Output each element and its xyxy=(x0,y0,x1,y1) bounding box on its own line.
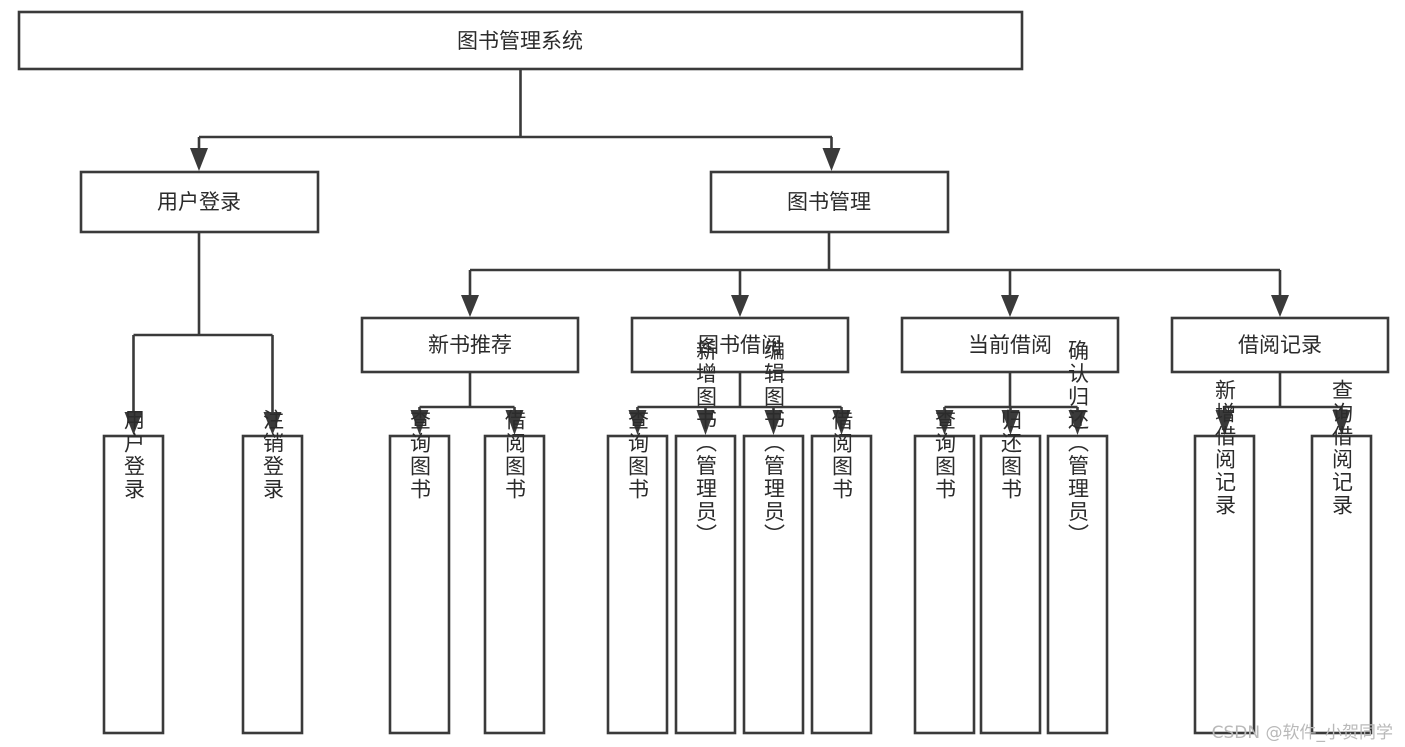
arrow-head-leaf-edit-book xyxy=(764,410,783,435)
node-borrow-record-label: 借阅记录 xyxy=(1238,333,1322,357)
node-leaf-user-logout[interactable]: 注销登录 xyxy=(241,409,304,735)
arrow-head-book-borrow xyxy=(731,295,749,317)
node-leaf-confirm-return[interactable]: 确认归还（管理员） xyxy=(1046,340,1109,735)
arrow-head-user-login xyxy=(190,148,208,171)
node-leaf-user-login-box[interactable] xyxy=(102,434,165,735)
node-leaf-borrow-book-1-box[interactable] xyxy=(483,434,546,735)
arrow-head-leaf-borrow-book-2 xyxy=(832,410,851,435)
node-leaf-confirm-return-box[interactable] xyxy=(1046,434,1109,735)
node-leaf-add-book[interactable]: 新增图书（管理员） xyxy=(674,340,737,735)
arrow-head-leaf-confirm-return xyxy=(1068,410,1087,435)
arrow-head-leaf-user-login xyxy=(124,412,143,435)
node-leaf-edit-book[interactable]: 编辑图书（管理员） xyxy=(742,340,805,735)
arrow-head-leaf-query-record xyxy=(1332,410,1351,435)
node-leaf-borrow-book-2[interactable]: 借阅图书 xyxy=(810,409,873,735)
node-leaf-user-login-label: 用户登录 xyxy=(122,409,146,501)
node-leaf-borrow-book-1-label: 借阅图书 xyxy=(503,409,527,501)
arrow-head-leaf-query-book-3 xyxy=(935,410,954,435)
arrow-head-leaf-query-book-1 xyxy=(410,410,429,435)
arrow-head-current-borrow xyxy=(1001,295,1019,317)
node-leaf-add-record-box[interactable] xyxy=(1193,434,1256,735)
node-root-box[interactable] xyxy=(17,10,1024,71)
node-new-book-recommend[interactable]: 新书推荐 xyxy=(360,316,580,374)
node-new-book-recommend-label: 新书推荐 xyxy=(428,333,512,357)
arrow-head-leaf-add-book xyxy=(696,410,715,435)
node-leaf-query-record-box[interactable] xyxy=(1310,434,1373,735)
node-leaf-query-book-1-label: 查询图书 xyxy=(408,409,432,501)
node-leaf-return-book-label: 归还图书 xyxy=(999,409,1023,501)
arrow-head-leaf-borrow-book-1 xyxy=(505,410,524,435)
node-book-management-box[interactable] xyxy=(709,170,950,234)
node-leaf-user-login[interactable]: 用户登录 xyxy=(102,409,165,735)
node-borrow-record[interactable]: 借阅记录 xyxy=(1170,316,1390,374)
node-leaf-query-book-3-box[interactable] xyxy=(913,434,976,735)
node-leaf-query-book-2-box[interactable] xyxy=(606,434,669,735)
node-book-management-label: 图书管理 xyxy=(787,190,871,214)
arrow-head-leaf-return-book xyxy=(1001,410,1020,435)
arrow-head-borrow-record xyxy=(1271,295,1289,317)
node-current-borrow[interactable]: 当前借阅 xyxy=(900,316,1120,374)
node-leaf-add-record[interactable]: 新增借阅记录 xyxy=(1193,379,1256,735)
node-book-borrow-box[interactable] xyxy=(630,316,850,374)
node-leaf-user-logout-label: 注销登录 xyxy=(261,409,285,501)
arrow-head-book-management xyxy=(822,148,841,171)
node-leaf-query-book-1-box[interactable] xyxy=(388,434,451,735)
node-user-login-box[interactable] xyxy=(79,170,320,234)
node-leaf-borrow-book-2-box[interactable] xyxy=(810,434,873,735)
node-leaf-return-book[interactable]: 归还图书 xyxy=(979,409,1042,735)
node-leaf-return-book-box[interactable] xyxy=(979,434,1042,735)
node-leaf-add-book-box[interactable] xyxy=(674,434,737,735)
node-leaf-query-book-1[interactable]: 查询图书 xyxy=(388,409,451,735)
node-leaf-user-logout-box[interactable] xyxy=(241,434,304,735)
arrow-head-leaf-user-logout xyxy=(263,412,282,435)
arrow-head-leaf-query-book-2 xyxy=(628,410,647,435)
node-leaf-query-book-3[interactable]: 查询图书 xyxy=(913,409,976,735)
node-user-login[interactable]: 用户登录 xyxy=(79,170,320,234)
node-user-login-label: 用户登录 xyxy=(157,190,241,214)
node-leaf-add-book-label: 新增图书（管理员） xyxy=(694,340,718,547)
connectors-group xyxy=(124,69,1351,435)
node-new-book-recommend-box[interactable] xyxy=(360,316,580,374)
node-borrow-record-box[interactable] xyxy=(1170,316,1390,374)
node-leaf-confirm-return-label: 确认归还（管理员） xyxy=(1066,340,1090,547)
node-leaf-query-book-2[interactable]: 查询图书 xyxy=(606,409,669,735)
node-book-borrow[interactable]: 图书借阅 xyxy=(630,316,850,374)
arrow-head-leaf-add-record xyxy=(1215,410,1234,435)
node-current-borrow-box[interactable] xyxy=(900,316,1120,374)
node-leaf-query-record-label: 查询借阅记录 xyxy=(1330,379,1354,517)
node-leaf-edit-book-box[interactable] xyxy=(742,434,805,735)
node-leaf-query-record[interactable]: 查询借阅记录 xyxy=(1310,379,1373,735)
node-current-borrow-label: 当前借阅 xyxy=(968,333,1052,357)
node-leaf-add-record-label: 新增借阅记录 xyxy=(1213,379,1237,517)
node-leaf-query-book-3-label: 查询图书 xyxy=(933,409,957,501)
node-book-management[interactable]: 图书管理 xyxy=(709,170,950,234)
node-leaf-borrow-book-2-label: 借阅图书 xyxy=(830,409,854,501)
node-leaf-query-book-2-label: 查询图书 xyxy=(626,409,650,501)
node-root-label: 图书管理系统 xyxy=(457,29,583,53)
node-leaf-edit-book-label: 编辑图书（管理员） xyxy=(762,340,786,547)
node-root[interactable]: 图书管理系统 xyxy=(17,10,1024,71)
node-leaf-borrow-book-1[interactable]: 借阅图书 xyxy=(483,409,546,735)
node-book-borrow-label: 图书借阅 xyxy=(698,333,782,357)
arrow-head-new-book-recommend xyxy=(461,295,479,317)
